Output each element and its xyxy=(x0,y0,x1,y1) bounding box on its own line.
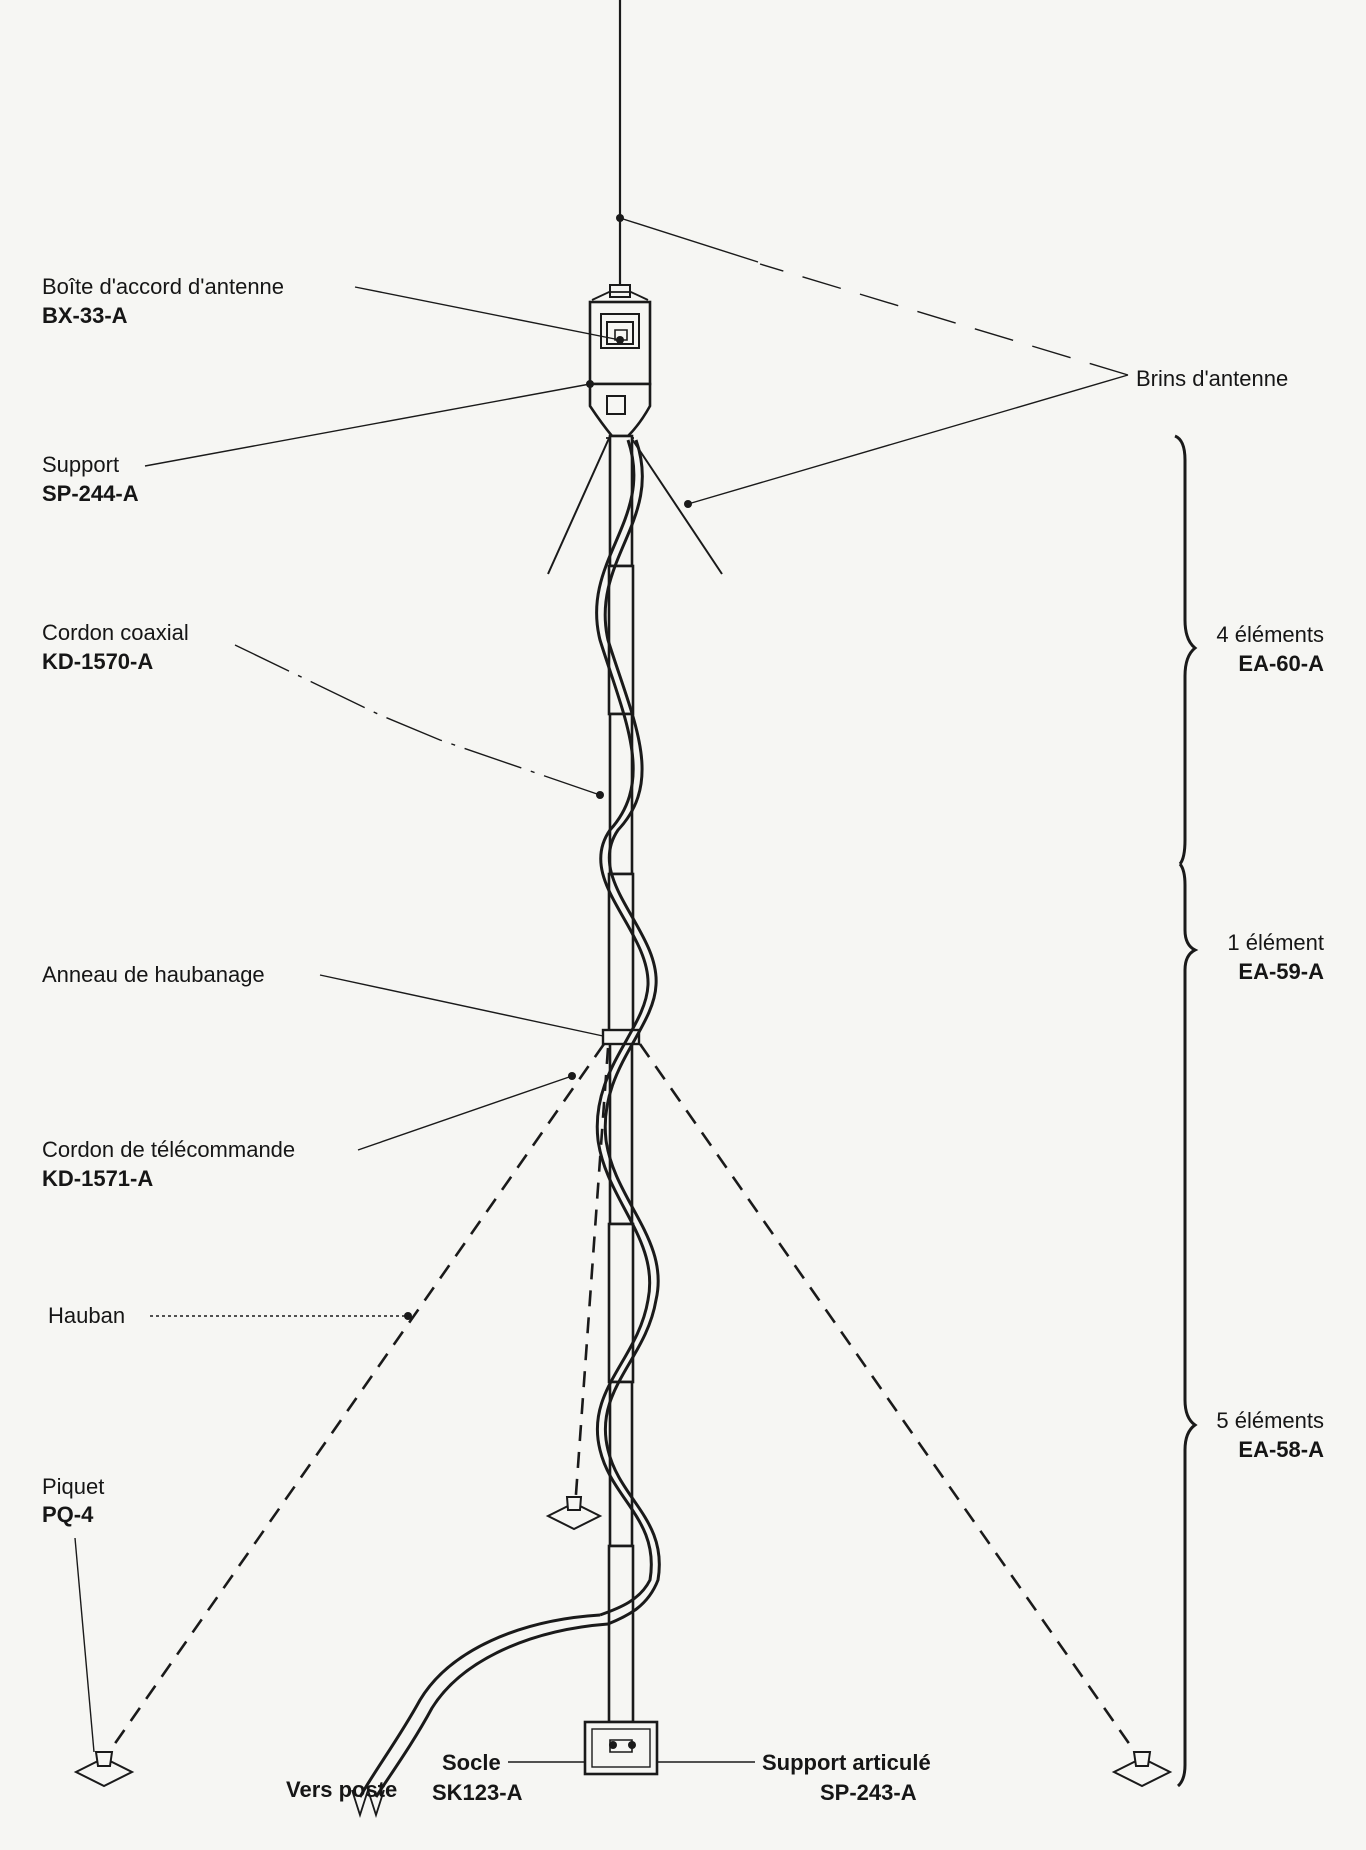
label-hauban: Hauban xyxy=(48,1303,125,1328)
svg-text:5 éléments: 5 éléments xyxy=(1216,1408,1324,1433)
label-cordon-coaxial: Cordon coaxial KD-1570-A xyxy=(42,620,189,674)
base-plate xyxy=(583,1720,659,1776)
svg-text:Hauban: Hauban xyxy=(48,1303,125,1328)
label-anneau: Anneau de haubanage xyxy=(42,962,265,987)
mast-support xyxy=(588,382,652,439)
svg-text:Socle: Socle xyxy=(442,1750,501,1775)
stake-rear xyxy=(545,1496,603,1531)
label-support: Support SP-244-A xyxy=(42,452,139,506)
label-support-articule: Support articulé SP-243-A xyxy=(762,1750,931,1805)
antenna-radials xyxy=(547,435,723,575)
mast-sections xyxy=(607,434,635,1724)
label-cordon-telecommande: Cordon de télécommande KD-1571-A xyxy=(42,1137,295,1191)
svg-text:KD-1571-A: KD-1571-A xyxy=(42,1166,153,1191)
guy-wires xyxy=(100,1043,1144,1763)
svg-text:4 éléments: 4 éléments xyxy=(1216,622,1324,647)
svg-text:Cordon coaxial: Cordon coaxial xyxy=(42,620,189,645)
remote-cable xyxy=(603,439,661,1626)
svg-text:Piquet: Piquet xyxy=(42,1474,104,1499)
svg-text:SP-244-A: SP-244-A xyxy=(42,481,139,506)
label-boite-accord: Boîte d'accord d'antenne BX-33-A xyxy=(42,274,284,328)
leader-lines xyxy=(74,214,1129,1763)
svg-text:BX-33-A: BX-33-A xyxy=(42,303,128,328)
svg-text:1 élément: 1 élément xyxy=(1227,930,1324,955)
svg-text:Support articulé: Support articulé xyxy=(762,1750,931,1775)
svg-text:Boîte d'accord d'antenne: Boîte d'accord d'antenne xyxy=(42,274,284,299)
label-vers-poste: Vers poste xyxy=(286,1777,397,1802)
svg-text:Brins d'antenne: Brins d'antenne xyxy=(1136,366,1288,391)
brace-4-elements xyxy=(1174,434,1198,865)
svg-text:Vers poste: Vers poste xyxy=(286,1777,397,1802)
label-5-elements: 5 éléments EA-58-A xyxy=(1216,1408,1324,1462)
label-4-elements: 4 éléments EA-60-A xyxy=(1216,622,1324,676)
brace-1-element xyxy=(1178,863,1199,1036)
svg-text:Support: Support xyxy=(42,452,119,477)
svg-text:PQ-4: PQ-4 xyxy=(42,1502,94,1527)
brace-5-elements xyxy=(1176,1036,1198,1788)
svg-text:EA-59-A: EA-59-A xyxy=(1238,959,1324,984)
cable-to-station xyxy=(351,1613,609,1818)
label-1-element: 1 élément EA-59-A xyxy=(1227,930,1324,984)
label-piquet: Piquet PQ-4 xyxy=(42,1474,104,1527)
label-brins: Brins d'antenne xyxy=(1136,366,1288,391)
svg-text:EA-60-A: EA-60-A xyxy=(1238,651,1324,676)
label-socle: Socle SK123-A xyxy=(432,1750,523,1805)
svg-text:Anneau de haubanage: Anneau de haubanage xyxy=(42,962,265,987)
svg-text:SP-243-A: SP-243-A xyxy=(820,1780,917,1805)
tuning-box xyxy=(588,284,652,386)
svg-text:Cordon de télécommande: Cordon de télécommande xyxy=(42,1137,295,1162)
stake-right xyxy=(1111,1751,1173,1788)
svg-text:SK123-A: SK123-A xyxy=(432,1780,523,1805)
svg-text:EA-58-A: EA-58-A xyxy=(1238,1437,1324,1462)
stake-left xyxy=(73,1751,135,1788)
svg-text:KD-1570-A: KD-1570-A xyxy=(42,649,153,674)
